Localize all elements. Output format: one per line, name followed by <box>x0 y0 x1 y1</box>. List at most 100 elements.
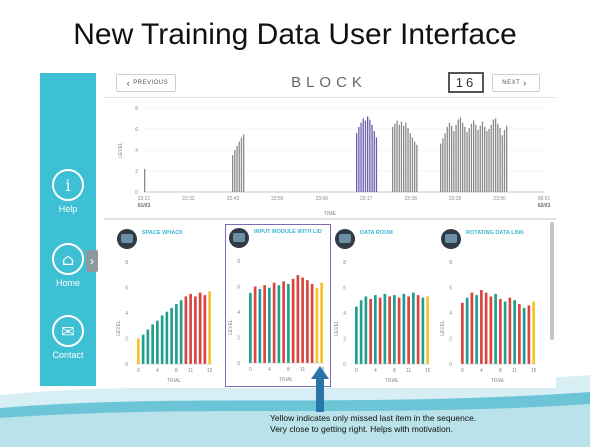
timeline-bar <box>486 131 488 192</box>
sidebar-item-label: Help <box>58 204 78 214</box>
x-tick-label: 22:32 <box>182 196 195 202</box>
x-tick-label: 4 <box>480 368 483 374</box>
timeline-bar <box>501 135 503 192</box>
trial-bar <box>508 297 512 364</box>
timeline-bar <box>442 138 444 192</box>
y-tick-label: 4 <box>237 310 240 316</box>
timeline-bar <box>503 130 506 192</box>
trial-bar <box>249 292 252 363</box>
trial-bar <box>179 300 183 364</box>
timeline-bar <box>243 134 245 192</box>
trial-bar <box>268 287 271 363</box>
y-axis-label: LEVEL <box>440 320 446 336</box>
timeline-bar <box>398 124 400 192</box>
timeline-bar <box>444 133 446 192</box>
timeline-bar <box>369 119 371 192</box>
trial-bar <box>513 300 516 364</box>
trial-bar <box>527 305 531 364</box>
timeline-bar <box>407 127 409 192</box>
trial-bar <box>364 296 368 364</box>
y-tick-label: 2 <box>343 337 346 343</box>
timeline-bar <box>457 119 459 192</box>
x-tick-label: 0 <box>137 368 140 374</box>
scrollbar[interactable] <box>550 222 554 340</box>
timeline-bar <box>475 124 477 192</box>
app-sidebar: i Help ⌂ Home ✉ Contact <box>40 73 96 386</box>
trial-bar <box>165 311 169 364</box>
x-tick-label: 22:43 <box>227 196 240 202</box>
x-tick-label: 23:17 <box>360 196 373 202</box>
timeline-bar <box>448 122 451 192</box>
trial-bar <box>465 297 469 364</box>
y-tick-label: 4 <box>449 311 452 317</box>
x-tick-label: 11 <box>188 368 193 374</box>
chevron-left-icon: ‹ <box>126 78 131 88</box>
trial-bar <box>287 283 290 363</box>
x-tick-label: 22:21 <box>138 196 151 202</box>
y-tick-label: 8 <box>237 259 240 265</box>
trial-bar <box>291 278 295 363</box>
timeline-bar <box>238 141 240 192</box>
timeline-bar <box>411 137 414 192</box>
trial-bar <box>494 293 497 364</box>
chevron-right-icon[interactable]: › <box>86 250 98 272</box>
x-tick-label: 23:28 <box>404 196 417 202</box>
y-tick-label: 8 <box>125 260 128 266</box>
sidebar-item-home[interactable]: ⌂ Home <box>40 243 96 288</box>
y-tick-label: 0 <box>449 362 452 368</box>
trial-bar <box>503 301 507 364</box>
card-title: INPUT MODULE WITH LID <box>254 229 322 235</box>
sidebar-item-help[interactable]: i Help <box>40 169 96 214</box>
trial-bar <box>277 285 281 363</box>
timeline-bar <box>144 168 146 192</box>
trial-bar <box>355 306 358 364</box>
x-axis-label: TRIAL <box>167 378 181 384</box>
trial-bar <box>208 291 211 364</box>
timeline-bar <box>464 126 466 192</box>
timeline-bar <box>232 155 234 192</box>
trial-bar <box>499 298 502 364</box>
trial-bar <box>272 282 276 363</box>
trial-bar <box>253 286 257 363</box>
game-thumbnail-icon <box>441 229 461 249</box>
y-axis-label: LEVEL <box>228 319 234 335</box>
next-label: NEXT <box>502 80 521 86</box>
game-thumbnail-icon <box>117 229 137 249</box>
trial-bar <box>383 293 387 364</box>
sidebar-item-contact[interactable]: ✉ Contact <box>40 315 96 360</box>
y-tick-label: 0 <box>135 190 138 196</box>
x-tick-label: 8 <box>287 367 290 373</box>
timeline-bar <box>499 127 501 192</box>
x-axis-label: TRIAL <box>491 378 505 384</box>
trial-bar <box>489 296 493 364</box>
trial-bar <box>480 290 483 364</box>
trial-bar <box>141 334 145 364</box>
x-tick-label: 4 <box>156 368 159 374</box>
timeline-bar <box>453 131 455 192</box>
x-tick-label: 0 <box>355 368 358 374</box>
previous-button[interactable]: ‹ PREVIOUS <box>116 74 176 92</box>
x-tick-label: 0 <box>461 368 464 374</box>
y-axis-label: LEVEL <box>118 142 124 158</box>
caption-line-2: Very close to getting right. Helps with … <box>270 424 453 434</box>
timeline-bar <box>492 119 495 192</box>
timeline-bar <box>495 118 497 192</box>
sidebar-item-label: Home <box>55 278 80 288</box>
trial-bar <box>170 307 173 364</box>
x-tick-label: 22:55 <box>271 196 284 202</box>
trial-bar <box>475 295 478 364</box>
y-tick-label: 8 <box>343 260 346 266</box>
next-button[interactable]: NEXT › <box>492 74 540 92</box>
trial-bar <box>522 307 526 364</box>
x-tick-label: 11 <box>512 368 517 374</box>
x-tick-label: 4 <box>374 368 377 374</box>
timeline-bar <box>497 123 499 192</box>
x-tick-label: 15 <box>207 368 213 374</box>
x-tick-label: 8 <box>175 368 178 374</box>
timeline-bar <box>506 125 508 192</box>
